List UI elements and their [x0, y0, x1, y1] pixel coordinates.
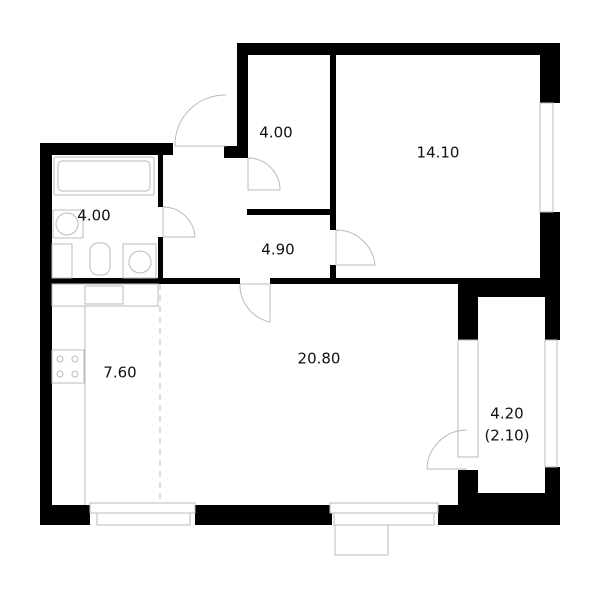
kitchen-sink: [84, 285, 124, 305]
room-area-storage: 4.00: [259, 123, 293, 142]
room-area-bathroom: 4.00: [77, 206, 111, 225]
room-area-balcony: 4.20: [490, 404, 524, 423]
toilet: [89, 242, 111, 276]
cabinet: [51, 243, 73, 279]
walls: [40, 43, 560, 525]
room-area-kitchen: 7.60: [103, 363, 137, 382]
room-area-hallway: 4.90: [261, 240, 295, 259]
fixtures: [51, 156, 161, 505]
kitchen-counter: [51, 283, 159, 307]
doors: [162, 94, 468, 470]
room-area-bedroom: 14.10: [416, 143, 460, 162]
room-area-balcony-reduced: (2.10): [484, 426, 530, 445]
room-area-living-room: 20.80: [297, 349, 341, 368]
windows: [89, 102, 558, 556]
stove: [51, 349, 85, 384]
